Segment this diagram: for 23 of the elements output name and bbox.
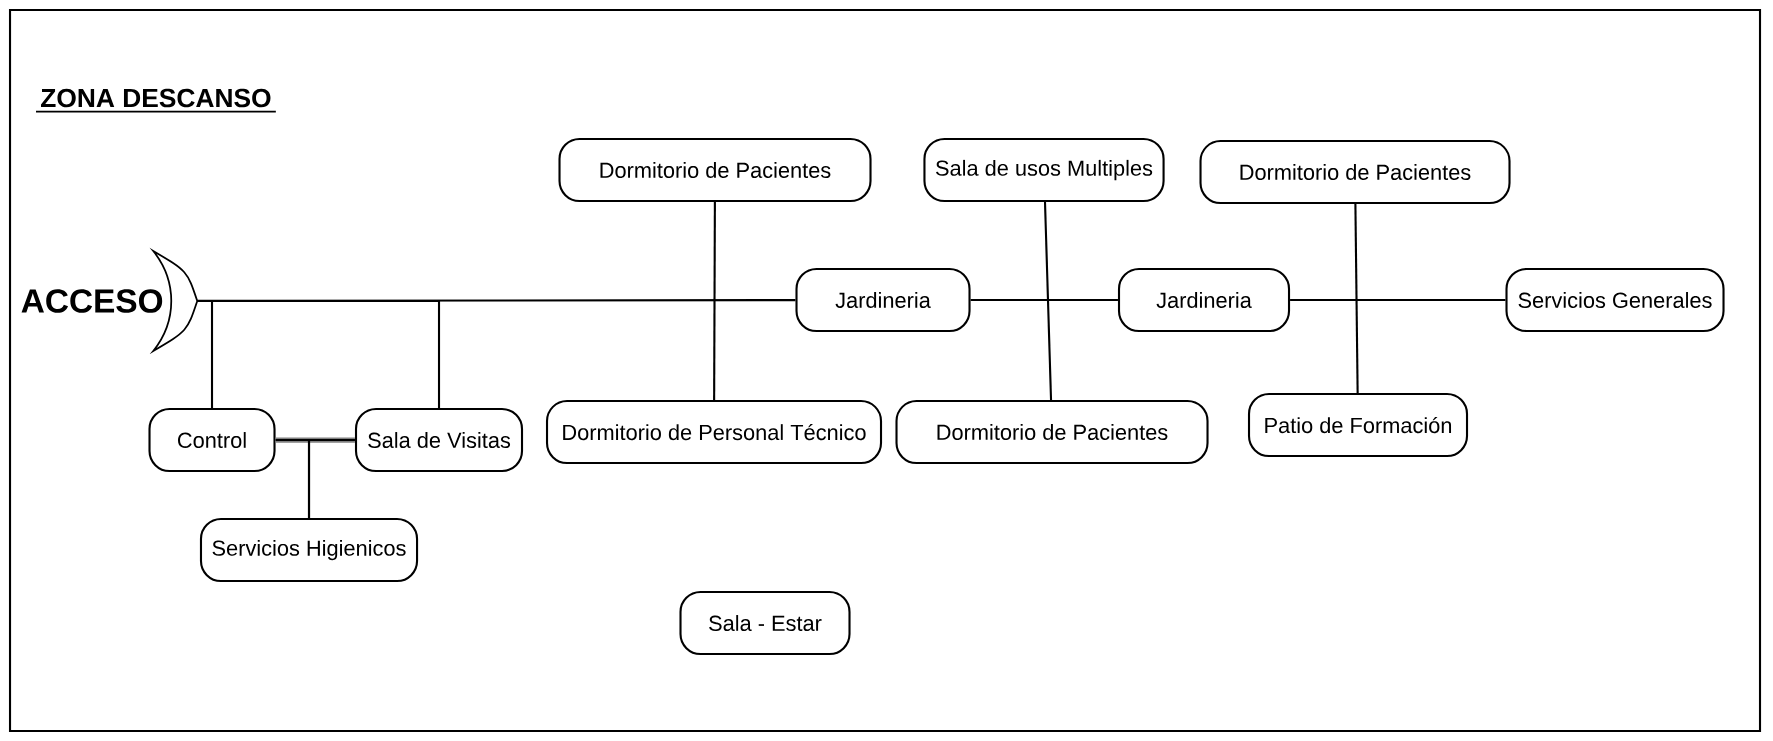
room-box: Sala de usos Multiples: [923, 137, 1165, 203]
room-box: Dormitorio de Personal Técnico: [545, 399, 883, 465]
room-box: Sala de Visitas: [354, 407, 524, 473]
entrance-label: ACCESO: [21, 250, 199, 352]
connector-line: [713, 202, 716, 400]
room-box: Servicios Higienicos: [199, 517, 419, 583]
room-box: Dormitorio de Pacientes: [1199, 139, 1511, 205]
heading: ZONA DESCANSO: [35, 88, 277, 113]
room-box: Dormitorio de Pacientes: [895, 399, 1209, 465]
connector-line: [1043, 202, 1053, 400]
room-box: Control: [148, 407, 276, 473]
connector-line: [1354, 204, 1359, 393]
room-box: Jardineria: [1117, 267, 1291, 333]
room-box: Servicios Generales: [1505, 267, 1725, 333]
room-box: Dormitorio de Pacientes: [558, 137, 872, 203]
room-box: Jardineria: [795, 267, 971, 333]
room-box: Patio de Formación: [1247, 392, 1469, 458]
connector-line: [197, 299, 441, 408]
connector-line: [970, 298, 1118, 302]
connector-line: [307, 438, 355, 518]
room-box: Sala - Estar: [679, 590, 851, 656]
connector-line: [275, 437, 355, 443]
connector-line: [1290, 298, 1506, 302]
